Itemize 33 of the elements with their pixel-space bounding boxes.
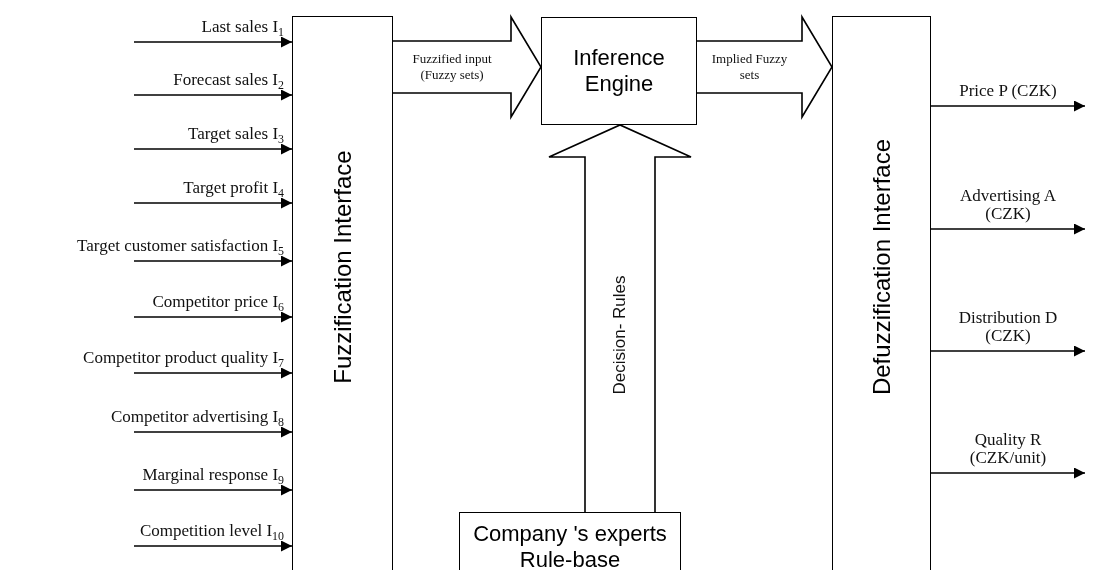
edge-label: Target profit I$_{4}$ (183, 179, 284, 197)
arrow (930, 345, 1086, 357)
interface-box (292, 16, 393, 570)
arrow (133, 197, 293, 209)
arrow (133, 143, 293, 155)
edge-label: Last sales I$_{1}$ (201, 18, 284, 36)
arrow (133, 484, 293, 496)
block-arrow (548, 124, 692, 513)
arrow (133, 311, 293, 323)
arrow (930, 223, 1086, 235)
arrow (133, 36, 293, 48)
node-label: Fuzzification Interface (328, 150, 357, 384)
node-label: Inference Engine (572, 45, 666, 97)
arrow (930, 100, 1086, 112)
interface-box (832, 16, 931, 570)
node-label: Defuzzification Interface (867, 138, 896, 396)
arrow (133, 89, 293, 101)
edge-label: Competitor price I$_{6}$ (152, 293, 284, 311)
arrow (133, 255, 293, 267)
arrow (133, 367, 293, 379)
edge-label: Target sales I$_{3}$ (187, 125, 284, 143)
edge-label: Competitor product quality I$_{7}$ (83, 349, 284, 367)
arrow (930, 467, 1086, 479)
arrow (133, 426, 293, 438)
edge-label: Competition level I$_{10}$ (139, 522, 284, 540)
process-box (541, 17, 697, 125)
edge-label: Competitor advertising I$_{8}$ (110, 408, 284, 426)
arrow (133, 540, 293, 552)
edge-label: Forecast sales I$_{2}$ (173, 71, 284, 89)
edge-label: Marginal response I$_{9}$ (142, 466, 284, 484)
process-box (459, 512, 681, 570)
node-label: Company 's experts Rule-base (472, 521, 668, 570)
edge-label: Target customer satisfaction I$_{5}$ (77, 237, 284, 255)
